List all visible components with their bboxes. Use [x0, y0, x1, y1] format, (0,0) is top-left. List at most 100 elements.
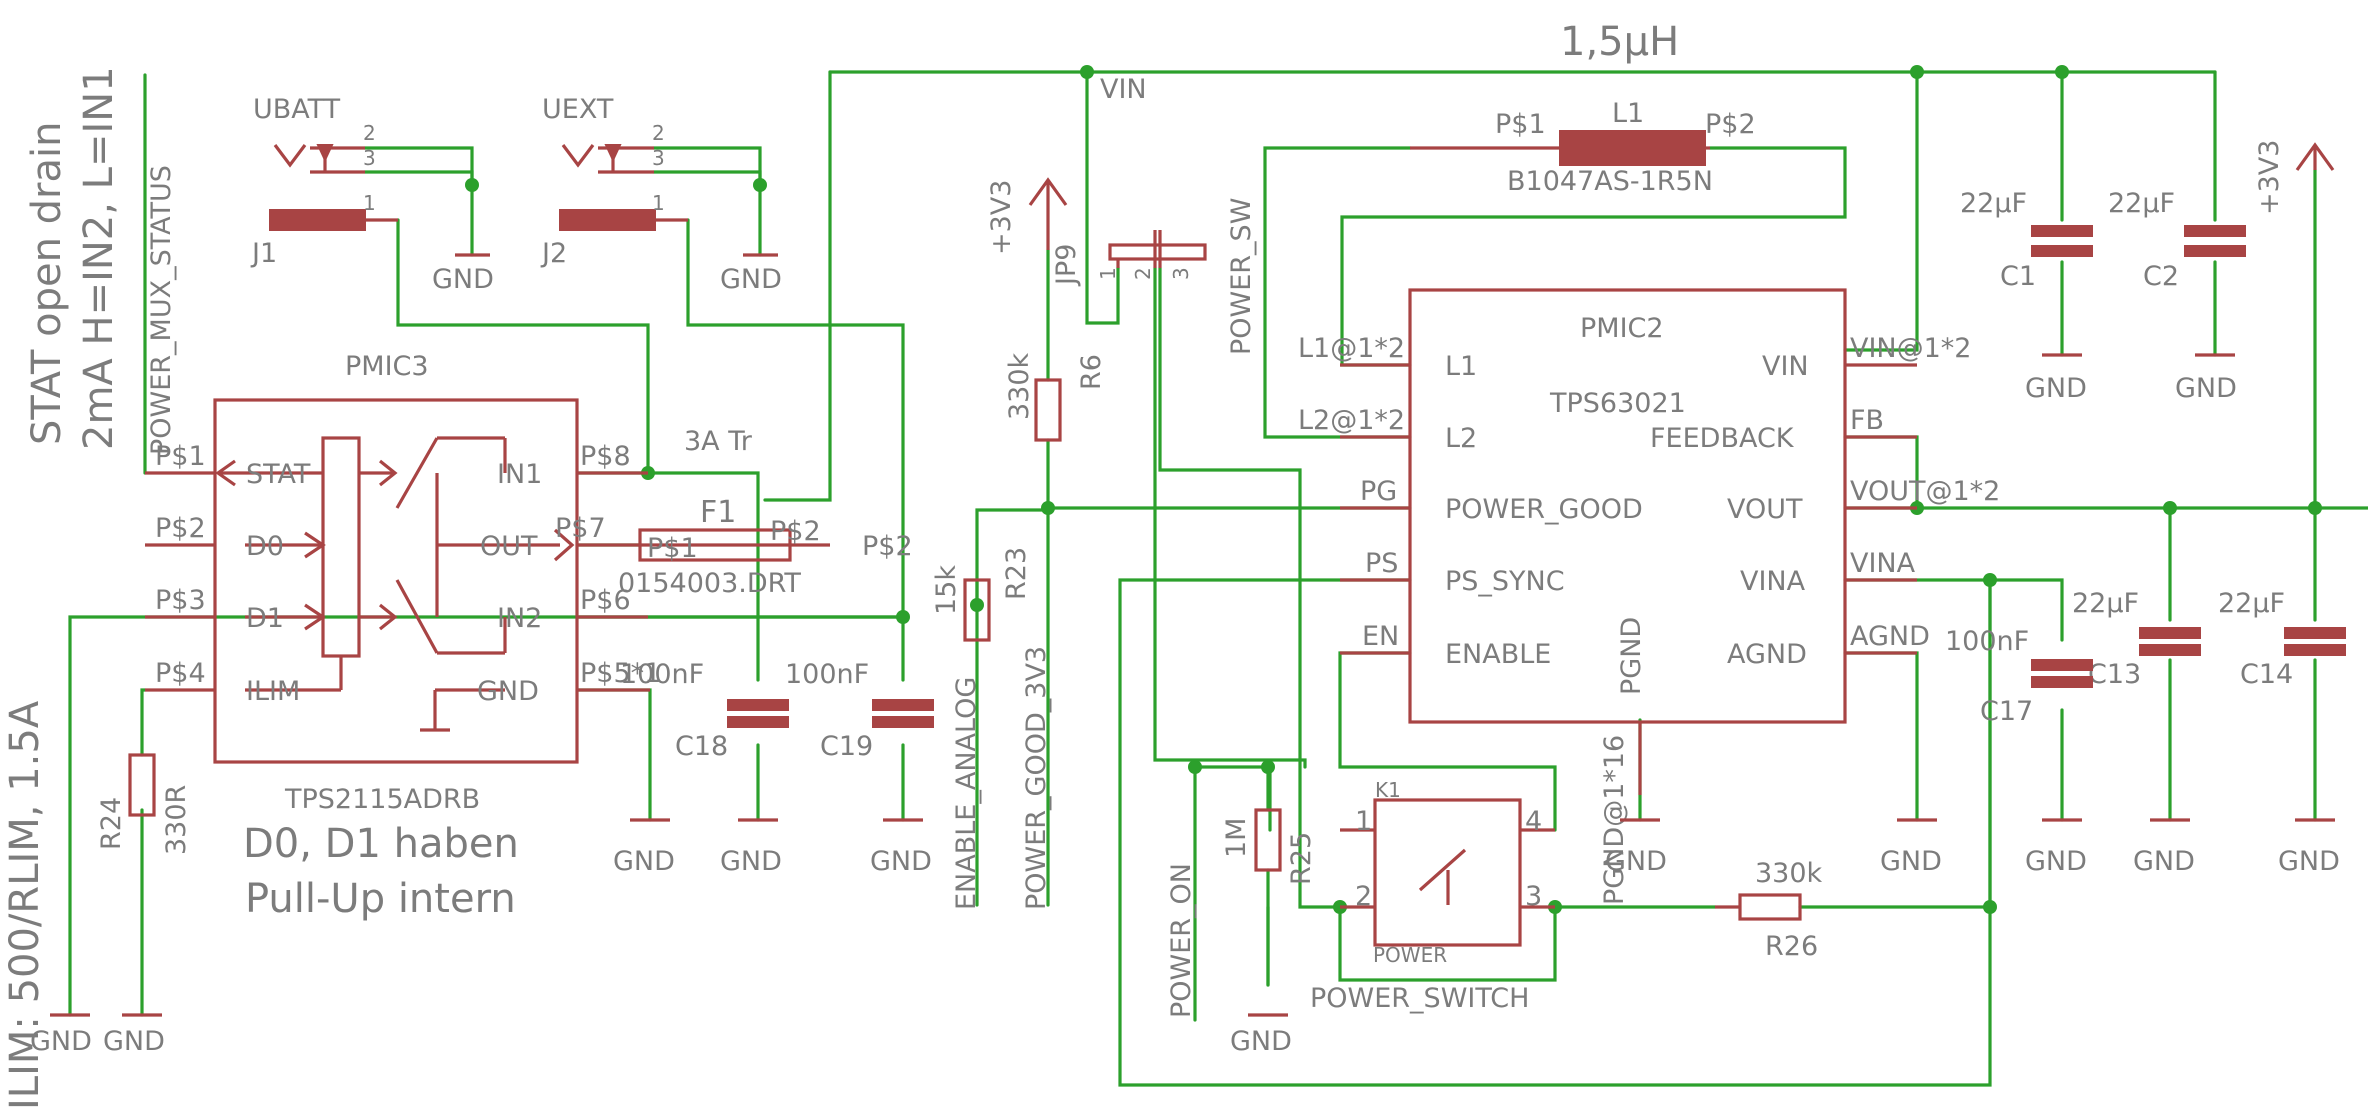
- net-power-mux-status: POWER_MUX_STATUS: [146, 165, 177, 455]
- net-power-on: POWER_ON: [1166, 863, 1197, 1018]
- pmic3-pin1-name: STAT: [246, 459, 311, 490]
- jp9-pin2: 2: [1131, 267, 1155, 280]
- pmic2-pin-fb: FB: [1850, 405, 1884, 436]
- r25-ref: R25: [1286, 832, 1317, 885]
- power-switch[interactable]: [1340, 798, 1555, 947]
- r6-value: 330k: [1004, 352, 1035, 420]
- pmic3-name: PMIC3: [345, 351, 429, 382]
- pullup-note-line2: Pull-Up intern: [245, 876, 516, 922]
- stat-note-line2: 2mA H=IN2, L=IN1: [76, 66, 122, 450]
- capacitor-c2[interactable]: [2184, 225, 2246, 257]
- gnd-label-11: GND: [2025, 846, 2087, 877]
- r26-ref: R26: [1765, 931, 1818, 962]
- ubatt-name: UBATT: [253, 94, 341, 125]
- c19-ref: C19: [820, 731, 873, 762]
- c1-value: 22µF: [1960, 188, 2027, 219]
- resistor-r23[interactable]: [963, 578, 991, 642]
- pmic2-pin-pg: PG: [1360, 476, 1397, 507]
- switch-inner-ref: K1: [1375, 778, 1401, 802]
- switch-pin3: 3: [1525, 881, 1542, 912]
- gnd-label-9: GND: [1605, 846, 1667, 877]
- inductor-l1[interactable]: [1410, 130, 1710, 166]
- ubatt-pin2: 2: [363, 121, 376, 145]
- connector-j1[interactable]: [269, 144, 398, 231]
- resistor-r6[interactable]: [1034, 378, 1062, 442]
- supply-3v3-arrow-left: [1028, 177, 1068, 250]
- fuse-f1[interactable]: [638, 528, 830, 562]
- uext-pin1: 1: [652, 191, 665, 215]
- ilim-note: ILIM: 500/RLIM, 1.5A: [2, 700, 48, 1110]
- pmic3-part: TPS2115ADRB: [284, 784, 480, 815]
- ubatt-pin1: 1: [363, 191, 376, 215]
- switch-pin4: 4: [1525, 806, 1542, 837]
- net-enable-analog: ENABLE_ANALOG: [951, 677, 982, 910]
- pmic2-name-ps: PS_SYNC: [1445, 566, 1565, 597]
- junctions: [465, 65, 2322, 914]
- switch-inner-label: POWER: [1373, 943, 1447, 967]
- gnd-label-4: GND: [103, 1026, 165, 1057]
- pmic2-name-vina: VINA: [1740, 566, 1806, 597]
- f1-pin2-outer: P$2: [862, 531, 913, 562]
- pmic2-body[interactable]: [1340, 288, 1917, 795]
- c14-value: 22µF: [2218, 588, 2285, 619]
- capacitor-c14[interactable]: [2284, 627, 2346, 656]
- j2-ref: J2: [540, 238, 567, 269]
- gnd-label-2: GND: [720, 264, 782, 295]
- capacitor-c19[interactable]: [872, 699, 934, 728]
- l1-pin2: P$2: [1705, 109, 1756, 140]
- inductor-value-note: 1,5µH: [1560, 19, 1679, 65]
- pmic3-body[interactable]: [145, 398, 650, 764]
- gnd-label-13: GND: [2278, 846, 2340, 877]
- resistor-r25[interactable]: [1254, 808, 1282, 872]
- resistor-r26[interactable]: [1715, 893, 1802, 921]
- pmic3-pin6-name: IN2: [497, 603, 542, 634]
- l1-part: B1047AS-1R5N: [1507, 166, 1713, 197]
- pmic3-pin7-name: OUT: [480, 531, 538, 562]
- pmic3-pin3: P$3: [155, 585, 206, 616]
- uext-pin3: 3: [652, 146, 665, 170]
- l1-ref: L1: [1612, 98, 1644, 129]
- pmic2-name-agnd: AGND: [1727, 639, 1807, 670]
- gnd-label-14: GND: [2025, 373, 2087, 404]
- jp9-pin1: 1: [1096, 267, 1120, 280]
- pmic2-name-l2: L2: [1445, 423, 1477, 454]
- net-power-sw: POWER_SW: [1226, 198, 1257, 355]
- pmic3-pin8: P$8: [580, 441, 631, 472]
- pmic2-name-fb: FEEDBACK: [1650, 423, 1795, 454]
- f1-rating: 3A Tr: [684, 426, 753, 457]
- capacitor-c1[interactable]: [2031, 225, 2093, 257]
- ubatt-pin3: 3: [363, 146, 376, 170]
- jumper-jp9[interactable]: [1108, 230, 1207, 268]
- c17-ref: C17: [1980, 696, 2033, 727]
- pmic3-pin3-name: D1: [246, 603, 284, 634]
- resistor-r24[interactable]: [128, 753, 156, 817]
- c17-value: 100nF: [1945, 626, 2029, 657]
- pmic3-pin5: P$5*1: [580, 658, 661, 689]
- c13-value: 22µF: [2072, 588, 2139, 619]
- r25-value: 1M: [1221, 818, 1252, 858]
- f1-pin1: P$1: [647, 533, 698, 564]
- capacitor-c18[interactable]: [727, 699, 789, 728]
- pmic2-pin-vout: VOUT@1*2: [1850, 476, 2000, 507]
- pmic2-pin-vina: VINA: [1850, 548, 1916, 579]
- net-vin: VIN: [1100, 74, 1147, 105]
- uext-name: UEXT: [542, 94, 614, 125]
- connector-j2[interactable]: [559, 144, 688, 231]
- pmic2-part: TPS63021: [1549, 388, 1686, 419]
- c13-ref: C13: [2088, 659, 2141, 690]
- pmic2-name-en: ENABLE: [1445, 639, 1551, 670]
- gnd-label-6: GND: [720, 846, 782, 877]
- net-3v3-right: +3V3: [2254, 140, 2285, 215]
- net-power-good-3v3: POWER_GOOD_3V3: [1021, 646, 1052, 910]
- pmic2-pin-agnd: AGND: [1850, 621, 1930, 652]
- capacitor-c13[interactable]: [2139, 627, 2201, 656]
- gnd-label-12: GND: [2133, 846, 2195, 877]
- r24-ref: R24: [96, 797, 127, 850]
- pmic3-pin4: P$4: [155, 658, 206, 689]
- capacitor-c17[interactable]: [2031, 659, 2093, 688]
- pmic2-name-vin: VIN: [1762, 351, 1809, 382]
- pmic2-pin-l2: L2@1*2: [1298, 405, 1405, 436]
- jp9-pin3: 3: [1169, 267, 1193, 280]
- pmic3-pin5-name: GND: [477, 676, 539, 707]
- wires: [68, 70, 2368, 1087]
